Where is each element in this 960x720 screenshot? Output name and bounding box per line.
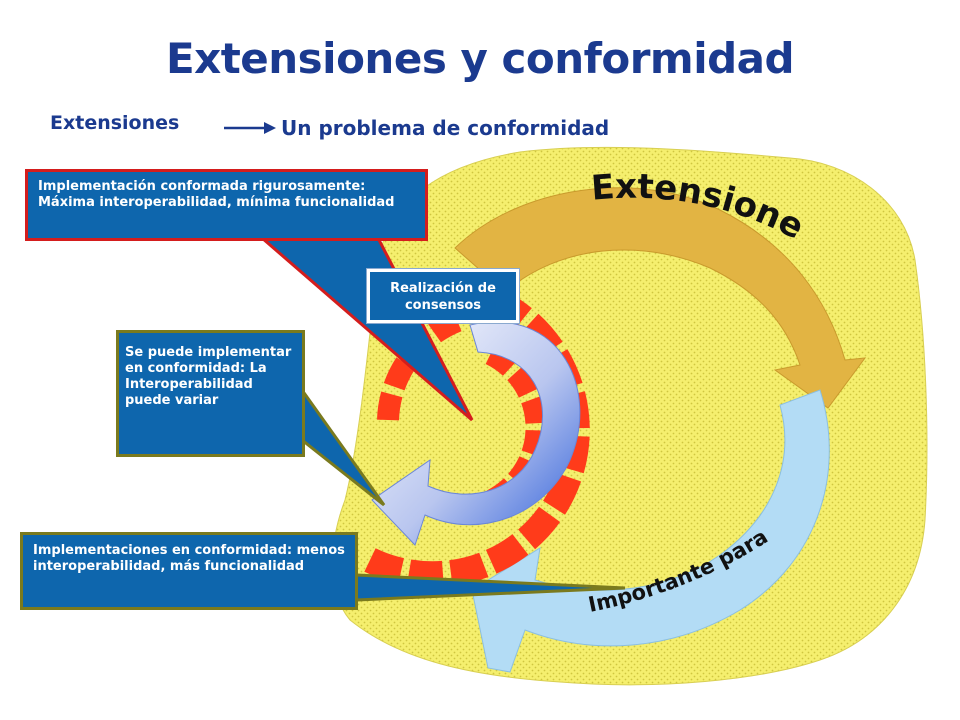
page-title: Extensiones y conformidad: [165, 34, 795, 83]
subtitle-problem: Un problema de conformidad: [281, 116, 610, 140]
callout-strict-conformance: Implementación conformada rigurosamente:…: [25, 169, 428, 241]
right-arrow-icon: [224, 122, 276, 134]
inner-arrow: [371, 321, 581, 546]
red-ring-inner: [415, 346, 546, 518]
industry-arc: [471, 389, 830, 673]
consensus-box: Realización de consensos: [367, 269, 519, 323]
subtitle-extensions: Extensiones: [50, 112, 180, 134]
callout-conformance-functionality: Implementaciones en conformidad: menos i…: [20, 532, 358, 610]
red-ring-top: [377, 309, 465, 421]
callout-conformance-variable: Se puede implementar en conformidad: La …: [116, 330, 305, 457]
extensions-arc: [454, 187, 867, 409]
